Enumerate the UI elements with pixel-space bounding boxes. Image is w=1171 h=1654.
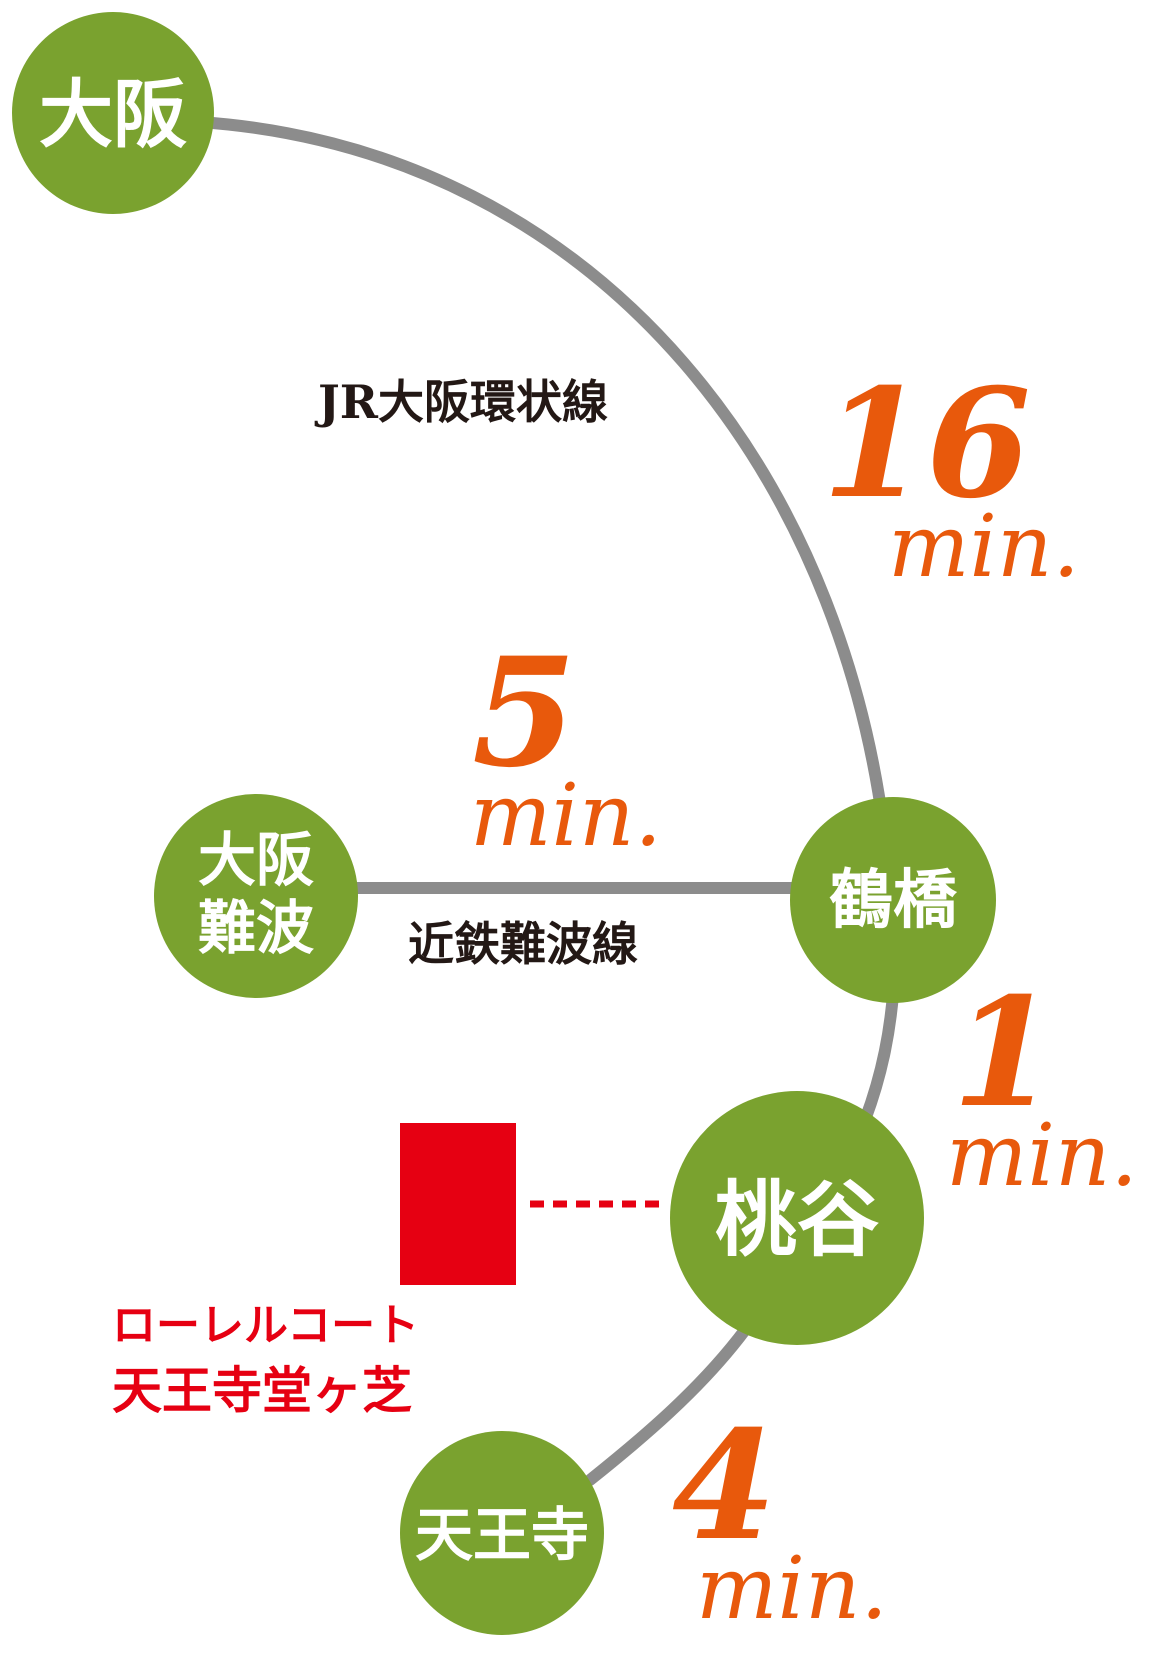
property-building-icon bbox=[400, 1123, 516, 1285]
station-osaka-namba-circle bbox=[154, 794, 358, 998]
station-osaka-circle bbox=[12, 12, 214, 214]
station-osaka-namba: 大阪 難波 bbox=[154, 794, 358, 998]
time-namba-tsuruhashi: 5 min. bbox=[470, 625, 662, 866]
station-osaka: 大阪 bbox=[12, 12, 214, 214]
station-osaka-label: 大阪 bbox=[39, 72, 187, 158]
station-momodani: 桃谷 bbox=[670, 1091, 924, 1345]
time-momodani-tennoji-unit: min. bbox=[696, 1539, 888, 1639]
track-momodani-tennoji bbox=[584, 1324, 751, 1486]
station-tennoji-circle bbox=[400, 1431, 604, 1635]
line-label-kintetsu-namba: 近鉄難波線 bbox=[408, 917, 638, 971]
time-namba-tsuruhashi-unit: min. bbox=[470, 766, 662, 866]
station-tennoji: 天王寺 bbox=[400, 1431, 604, 1635]
station-tennoji-label: 天王寺 bbox=[415, 1501, 589, 1569]
time-osaka-tsuruhashi: 16 min. bbox=[822, 356, 1080, 597]
track-osaka-tsuruhashi bbox=[194, 116, 896, 896]
station-osaka-namba-label-line2: 難波 bbox=[198, 894, 314, 962]
time-momodani-tennoji-value: 4 bbox=[672, 1398, 776, 1574]
line-label-jr-loop: JR大阪環状線 bbox=[314, 375, 608, 429]
time-namba-tsuruhashi-value: 5 bbox=[472, 625, 576, 801]
time-osaka-tsuruhashi-unit: min. bbox=[888, 497, 1080, 597]
station-tsuruhashi: 鶴橋 bbox=[790, 797, 996, 1003]
station-momodani-circle bbox=[670, 1091, 924, 1345]
property-marker: ローレルコート 天王寺堂ヶ芝 bbox=[112, 1123, 660, 1420]
station-tsuruhashi-circle bbox=[790, 797, 996, 1003]
property-name-line1: ローレルコート bbox=[112, 1300, 419, 1351]
time-tsuruhashi-momodani: 1 min. bbox=[946, 965, 1138, 1206]
property-name-line2: 天王寺堂ヶ芝 bbox=[112, 1362, 412, 1420]
time-momodani-tennoji: 4 min. bbox=[672, 1398, 888, 1639]
station-osaka-namba-label-line1: 大阪 bbox=[198, 826, 314, 894]
station-tsuruhashi-label: 鶴橋 bbox=[829, 864, 958, 938]
time-tsuruhashi-momodani-unit: min. bbox=[946, 1106, 1138, 1206]
station-momodani-label: 桃谷 bbox=[715, 1173, 879, 1268]
time-tsuruhashi-momodani-value: 1 bbox=[952, 965, 1056, 1141]
time-osaka-tsuruhashi-value: 16 bbox=[822, 356, 1031, 532]
